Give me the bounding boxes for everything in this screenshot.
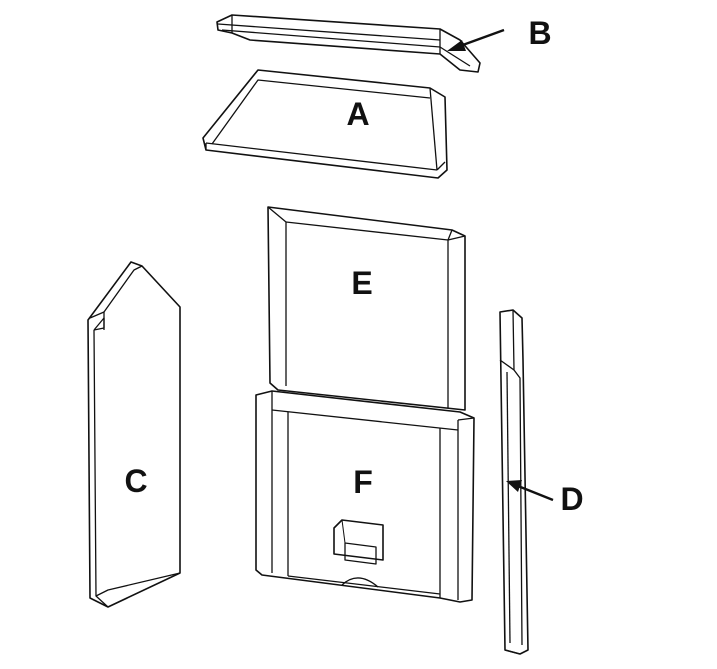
callout-b-arrow — [447, 28, 505, 51]
part-e — [267, 206, 466, 411]
callout-d-arrow — [506, 480, 554, 502]
label-a: A — [346, 96, 369, 132]
label-f: F — [353, 464, 373, 500]
part-f — [255, 390, 475, 603]
label-c: C — [124, 463, 147, 499]
part-b — [216, 14, 481, 73]
part-c — [87, 261, 181, 608]
label-e: E — [351, 265, 372, 301]
label-d: D — [560, 481, 583, 517]
part-a — [202, 69, 448, 179]
label-b: B — [528, 15, 551, 51]
